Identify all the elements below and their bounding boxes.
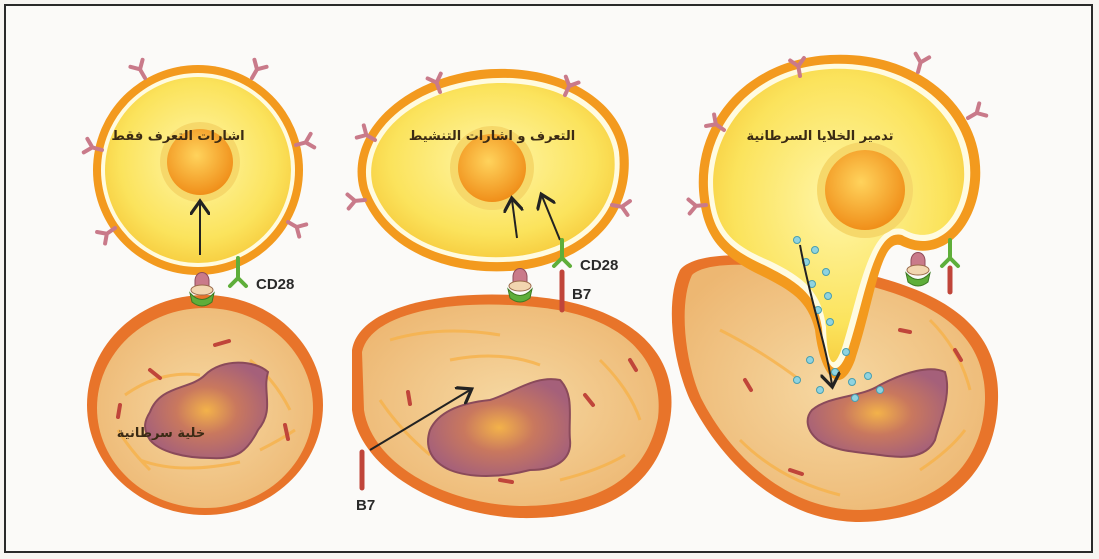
cancer-cell-2 <box>352 294 672 518</box>
b7-label-bottom: B7 <box>356 497 375 514</box>
panel-1: خلية سرطانية اشارات التعرف فقط CD28 <box>84 60 323 515</box>
t-cell-label: التعرف و اشارات التنشيط <box>409 129 575 144</box>
t-cell-label: اشارات التعرف فقط <box>111 129 244 144</box>
cd28-label: CD28 <box>256 276 294 293</box>
tcr-mhc-complex <box>190 273 214 307</box>
receptor-spike <box>911 54 929 74</box>
t-cell-nucleus <box>458 134 526 202</box>
receptor-spike <box>965 103 987 124</box>
tcr-mhc-complex <box>906 253 930 287</box>
t-cell-nucleus <box>825 150 905 230</box>
cancer-cell-label: خلية سرطانية <box>117 426 205 441</box>
tcr-mhc-complex <box>508 269 532 303</box>
cancer-cell-1: خلية سرطانية <box>87 295 323 515</box>
t-cell-2: التعرف و اشارات التنشيط <box>347 69 630 271</box>
cd28-label: CD28 <box>580 257 618 274</box>
b7-label-top: B7 <box>572 286 591 303</box>
panel-2: التعرف و اشارات التنشيط CD28 B7 B7 <box>347 69 671 518</box>
t-cell-label: تدمير الخلايا السرطانية <box>746 129 893 144</box>
panel-3: تدمير الخلايا السرطانية <box>672 54 998 522</box>
